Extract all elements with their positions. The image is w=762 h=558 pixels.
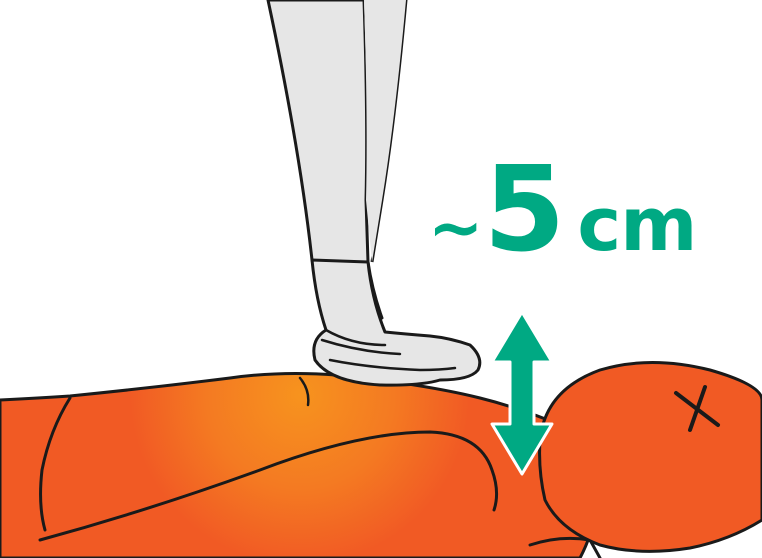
arm-back-fill (364, 0, 406, 262)
collar-crease (298, 376, 310, 407)
finger-line-2 (320, 338, 402, 356)
double-vertical-arrow-icon (490, 310, 554, 476)
x-mark-icon (674, 385, 720, 432)
chest-contour (38, 430, 499, 542)
head-shape (538, 361, 762, 553)
hand-shape (310, 258, 482, 387)
shoulder-seam (39, 396, 72, 532)
finger-line-1 (328, 358, 457, 372)
depth-value: 5 (483, 140, 565, 278)
compression-depth-label: ~ 5 cm (428, 140, 697, 280)
thumb-line (324, 328, 387, 347)
approx-symbol: ~ (428, 189, 484, 266)
depth-unit: cm (577, 182, 697, 268)
